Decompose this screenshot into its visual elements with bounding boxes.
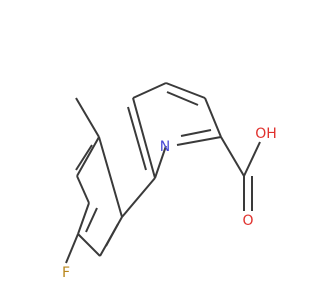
bond-pyr-4: [204, 97, 222, 138]
nitrogen-label: N: [160, 139, 170, 155]
bond-aryl-4: [77, 233, 101, 257]
bond-pyr-5-inner: [180, 129, 212, 137]
bond-pyr-3: [165, 82, 206, 99]
bond-fluorine: [65, 233, 79, 264]
carbonyl-oxygen-label: O: [242, 213, 253, 229]
bond-aryl-1-inner: [75, 144, 93, 171]
bond-aryl-3: [77, 202, 90, 235]
fluorine-label: F: [62, 265, 70, 281]
bond-pyr-1-inner: [127, 106, 147, 171]
structure-canvas: N OH O F: [62, 82, 277, 281]
bond-carboxyl-c: [220, 136, 245, 177]
bond-pyr-6: [154, 145, 167, 179]
bond-aryl-6: [98, 136, 123, 218]
bond-methyl: [75, 97, 100, 138]
bond-aryl-5-inner: [105, 223, 119, 247]
bond-pyr-2: [132, 82, 167, 99]
hydroxyl-label: OH: [255, 126, 277, 142]
bond-pyr-3-inner: [166, 91, 199, 106]
bond-pyr-5: [176, 136, 222, 146]
bond-c-oh: [243, 141, 261, 177]
bond-biaryl: [121, 177, 156, 218]
bond-aryl-2: [76, 175, 90, 204]
bond-aryl-1: [76, 136, 100, 177]
bond-aryl-3-inner: [85, 207, 98, 233]
bond-pyr-1: [132, 97, 156, 179]
chemical-structure: N OH O F: [62, 82, 277, 281]
